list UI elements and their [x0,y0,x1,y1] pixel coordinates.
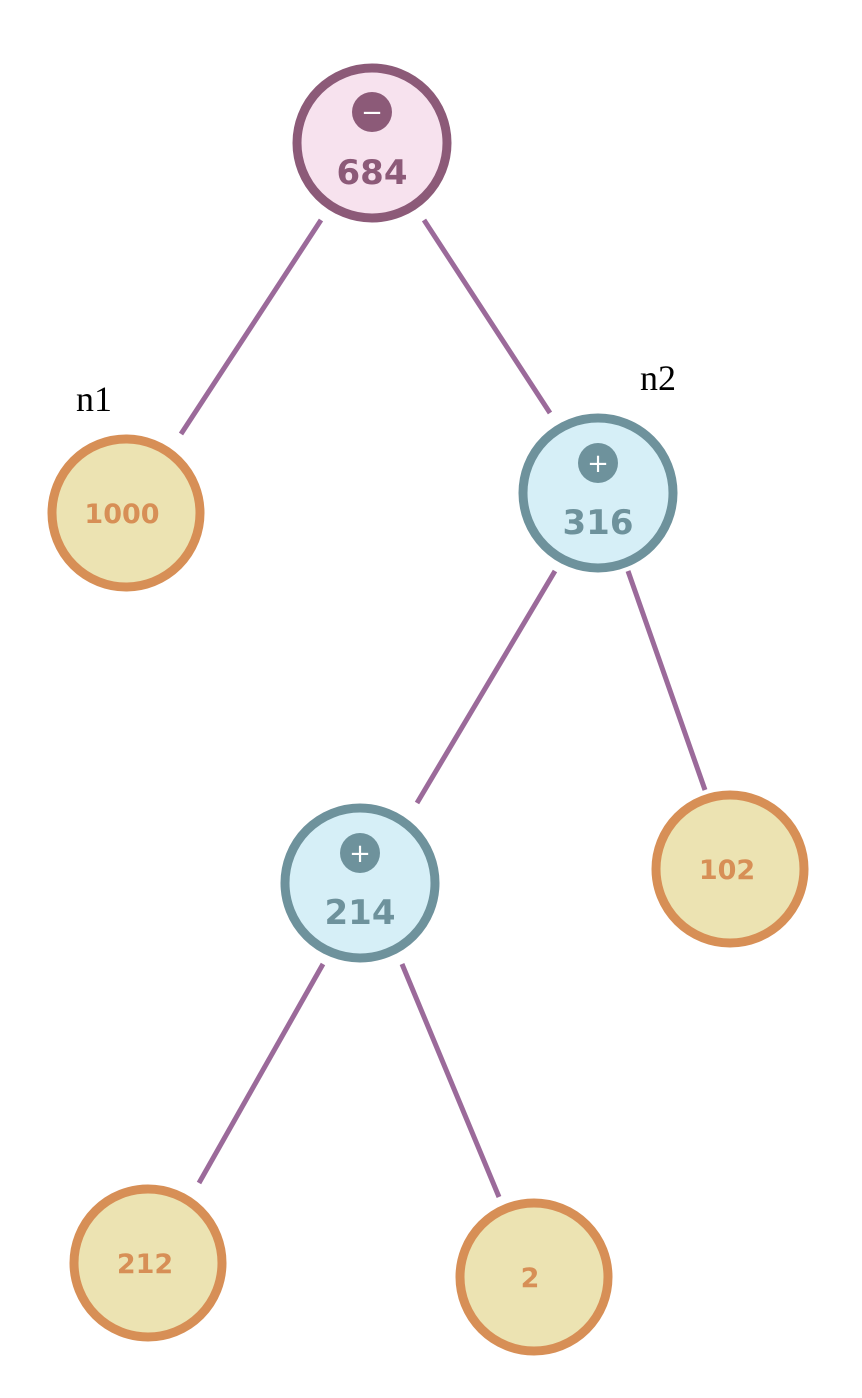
root-value: 684 [337,153,408,193]
leaf-value-102: 102 [699,855,755,886]
edge-root-n2 [421,218,553,415]
leaf-node-102: 102 [651,790,809,948]
label-n1: n1 [76,379,112,419]
edge-inner-leaf-2 [399,963,502,1198]
n2-value: 316 [563,503,634,543]
plus-symbol: + [349,839,371,869]
leaf-node-2: 2 [455,1198,613,1356]
edge-n2-inner [414,569,558,805]
edge-n2-leaf-102 [625,570,708,791]
leaf-value-1000: 1000 [84,499,159,530]
minus-symbol: − [361,98,383,128]
inner-value: 214 [325,893,396,933]
edge-inner-leaf-212 [196,962,326,1185]
plus-badge-icon [578,443,618,483]
n2-plus-node: + 316 [518,413,678,573]
minus-badge-icon [352,92,392,132]
leaf-node-212: 212 [69,1184,227,1342]
plus-symbol: + [587,449,609,479]
root-minus-node: − 684 [292,63,452,223]
label-n2: n2 [640,358,676,398]
leaf-node-1000: 1000 [47,434,205,592]
edge-root-n1 [178,218,324,436]
inner-plus-node: + 214 [280,803,440,963]
leaf-value-2: 2 [521,1263,540,1294]
leaf-value-212: 212 [117,1249,173,1280]
plus-badge-icon [340,833,380,873]
